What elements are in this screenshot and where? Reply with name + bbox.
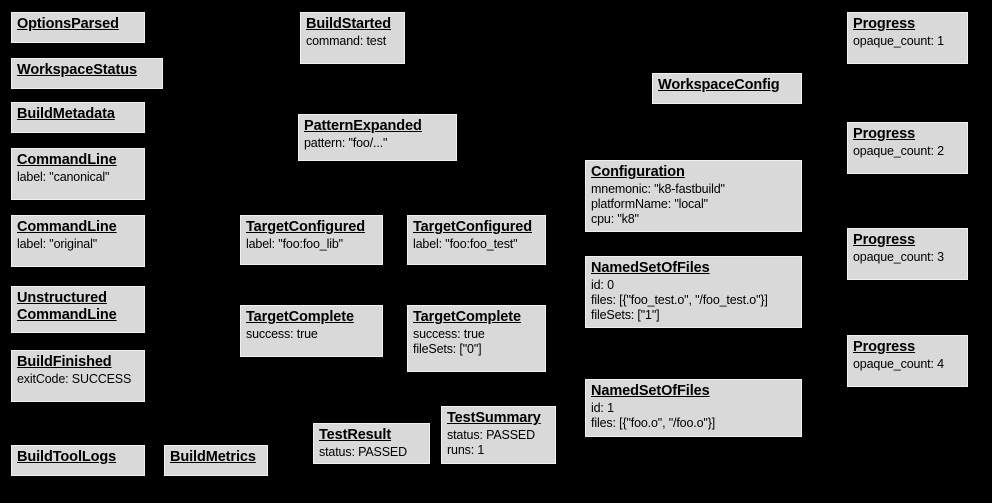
node-field: opaque_count: 3 [853, 250, 944, 264]
node-title: Progress [853, 339, 916, 355]
node-title: BuildToolLogs [17, 449, 117, 465]
node-progress-3[interactable]: Progress opaque_count: 3 [847, 228, 968, 280]
node-fields: opaque_count: 2 [853, 144, 962, 159]
node-fields: label: "original" [17, 237, 139, 252]
node-options-parsed[interactable]: OptionsParsed [11, 12, 145, 43]
node-field: opaque_count: 1 [853, 34, 944, 48]
node-field: cpu: "k8" [591, 212, 639, 226]
node-field: files: [{"foo.o", "/foo.o"}] [591, 416, 716, 430]
node-title: NamedSetOfFiles [591, 383, 710, 399]
node-test-result[interactable]: TestResult status: PASSED [313, 423, 430, 464]
node-progress-2[interactable]: Progress opaque_count: 2 [847, 122, 968, 174]
node-build-metrics[interactable]: BuildMetrics [164, 445, 268, 476]
node-field: runs: 1 [447, 443, 485, 457]
node-title: CommandLine [17, 152, 117, 168]
node-title: Progress [853, 16, 916, 32]
node-field: success: true [246, 327, 318, 341]
node-fields: exitCode: SUCCESS [17, 372, 139, 387]
node-field: pattern: "foo/..." [304, 136, 388, 150]
node-field: label: "foo:foo_lib" [246, 237, 343, 251]
node-build-metadata[interactable]: BuildMetadata [11, 102, 145, 133]
node-title: Configuration [591, 164, 685, 180]
node-title: TargetComplete [246, 309, 354, 325]
node-fields: label: "canonical" [17, 170, 139, 185]
node-field: fileSets: ["0"] [413, 342, 482, 356]
node-fields: success: true [246, 327, 377, 342]
node-title: WorkspaceStatus [17, 62, 137, 78]
node-field: label: "original" [17, 237, 97, 251]
node-title: TargetConfigured [246, 219, 365, 235]
node-build-tool-logs[interactable]: BuildToolLogs [11, 445, 145, 476]
node-workspace-config[interactable]: WorkspaceConfig [652, 73, 802, 104]
node-command-line-canonical[interactable]: CommandLine label: "canonical" [11, 148, 145, 200]
node-build-started[interactable]: BuildStarted command: test [300, 12, 405, 64]
node-field: mnemonic: "k8-fastbuild" [591, 182, 725, 196]
node-workspace-status[interactable]: WorkspaceStatus [11, 58, 163, 89]
node-field: exitCode: SUCCESS [17, 372, 132, 386]
node-field: label: "foo:foo_test" [413, 237, 518, 251]
node-fields: command: test [306, 34, 399, 49]
node-field: status: PASSED [447, 428, 535, 442]
node-field: label: "canonical" [17, 170, 110, 184]
node-field: id: 1 [591, 401, 614, 415]
node-target-configured-foo-lib[interactable]: TargetConfigured label: "foo:foo_lib" [240, 215, 383, 265]
node-title: TestResult [319, 427, 392, 443]
node-title: BuildFinished [17, 354, 112, 370]
node-title: CommandLine [17, 219, 117, 235]
node-target-complete-lib[interactable]: TargetComplete success: true [240, 305, 383, 357]
node-fields: status: PASSED [319, 445, 424, 460]
node-fields: label: "foo:foo_test" [413, 237, 540, 252]
node-title: BuildMetadata [17, 106, 115, 122]
node-command-line-original[interactable]: CommandLine label: "original" [11, 215, 145, 267]
node-title: Progress [853, 126, 916, 142]
node-field: command: test [306, 34, 387, 48]
node-progress-1[interactable]: Progress opaque_count: 1 [847, 12, 968, 64]
node-title: Progress [853, 232, 916, 248]
node-field: id: 0 [591, 278, 614, 292]
node-configuration[interactable]: Configuration mnemonic: "k8-fastbuild"pla… [585, 160, 802, 232]
node-field: opaque_count: 4 [853, 357, 944, 371]
node-fields: opaque_count: 4 [853, 357, 962, 372]
node-field: fileSets: ["1"] [591, 308, 660, 322]
node-pattern-expanded[interactable]: PatternExpanded pattern: "foo/..." [298, 114, 457, 161]
node-title: NamedSetOfFiles [591, 260, 710, 276]
node-fields: pattern: "foo/..." [304, 136, 451, 151]
node-title: WorkspaceConfig [658, 77, 780, 93]
node-field: status: PASSED [319, 445, 407, 459]
node-fields: label: "foo:foo_lib" [246, 237, 377, 252]
node-title: PatternExpanded [304, 118, 422, 134]
node-field: success: true [413, 327, 485, 341]
node-title: Unstructured CommandLine [17, 290, 117, 323]
node-title: BuildStarted [306, 16, 392, 32]
node-build-finished[interactable]: BuildFinished exitCode: SUCCESS [11, 350, 145, 402]
node-progress-4[interactable]: Progress opaque_count: 4 [847, 335, 968, 387]
node-title: TestSummary [447, 410, 541, 426]
node-unstructured-command-line[interactable]: Unstructured CommandLine [11, 286, 145, 333]
node-title: TargetComplete [413, 309, 521, 325]
node-field: files: [{"foo_test.o", "/foo_test.o"}] [591, 293, 768, 307]
node-target-configured-foo-test[interactable]: TargetConfigured label: "foo:foo_test" [407, 215, 546, 265]
node-field: platformName: "local" [591, 197, 708, 211]
node-title: OptionsParsed [17, 16, 119, 32]
node-fields: opaque_count: 3 [853, 250, 962, 265]
node-field: opaque_count: 2 [853, 144, 944, 158]
node-fields: opaque_count: 1 [853, 34, 962, 49]
node-title: BuildMetrics [170, 449, 256, 465]
node-title: TargetConfigured [413, 219, 532, 235]
node-fields: mnemonic: "k8-fastbuild"platformName: "l… [591, 182, 796, 227]
